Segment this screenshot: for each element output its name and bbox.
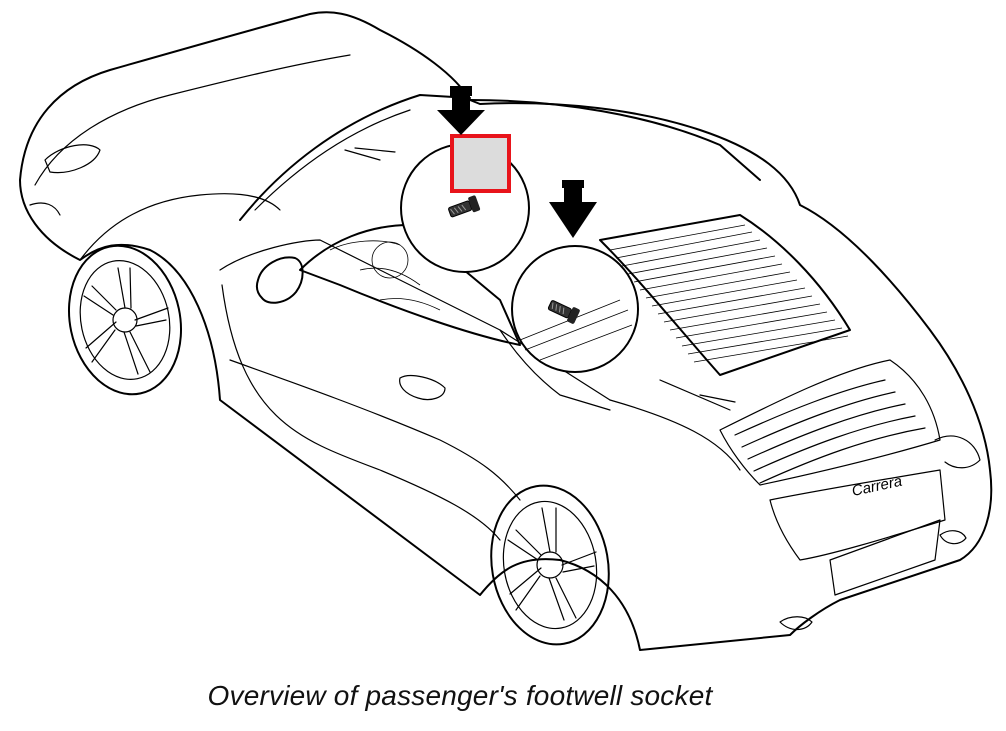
engine-grille-slats	[734, 379, 926, 484]
carrera-badge: Carrera	[850, 473, 903, 500]
detail-circle-footwell	[400, 134, 530, 273]
rear-wheel	[490, 484, 610, 646]
detail-circle-rear	[511, 245, 639, 373]
down-arrow-icon	[549, 180, 597, 238]
front-wheel	[67, 244, 183, 396]
screw-icon	[547, 300, 580, 324]
rear-window-lines	[609, 224, 849, 363]
highlight-box	[450, 134, 511, 193]
figure-caption: Overview of passenger's footwell socket	[207, 680, 713, 711]
car-body	[19, 11, 993, 651]
screw-icon	[448, 195, 481, 218]
down-arrow-icon	[437, 86, 485, 135]
